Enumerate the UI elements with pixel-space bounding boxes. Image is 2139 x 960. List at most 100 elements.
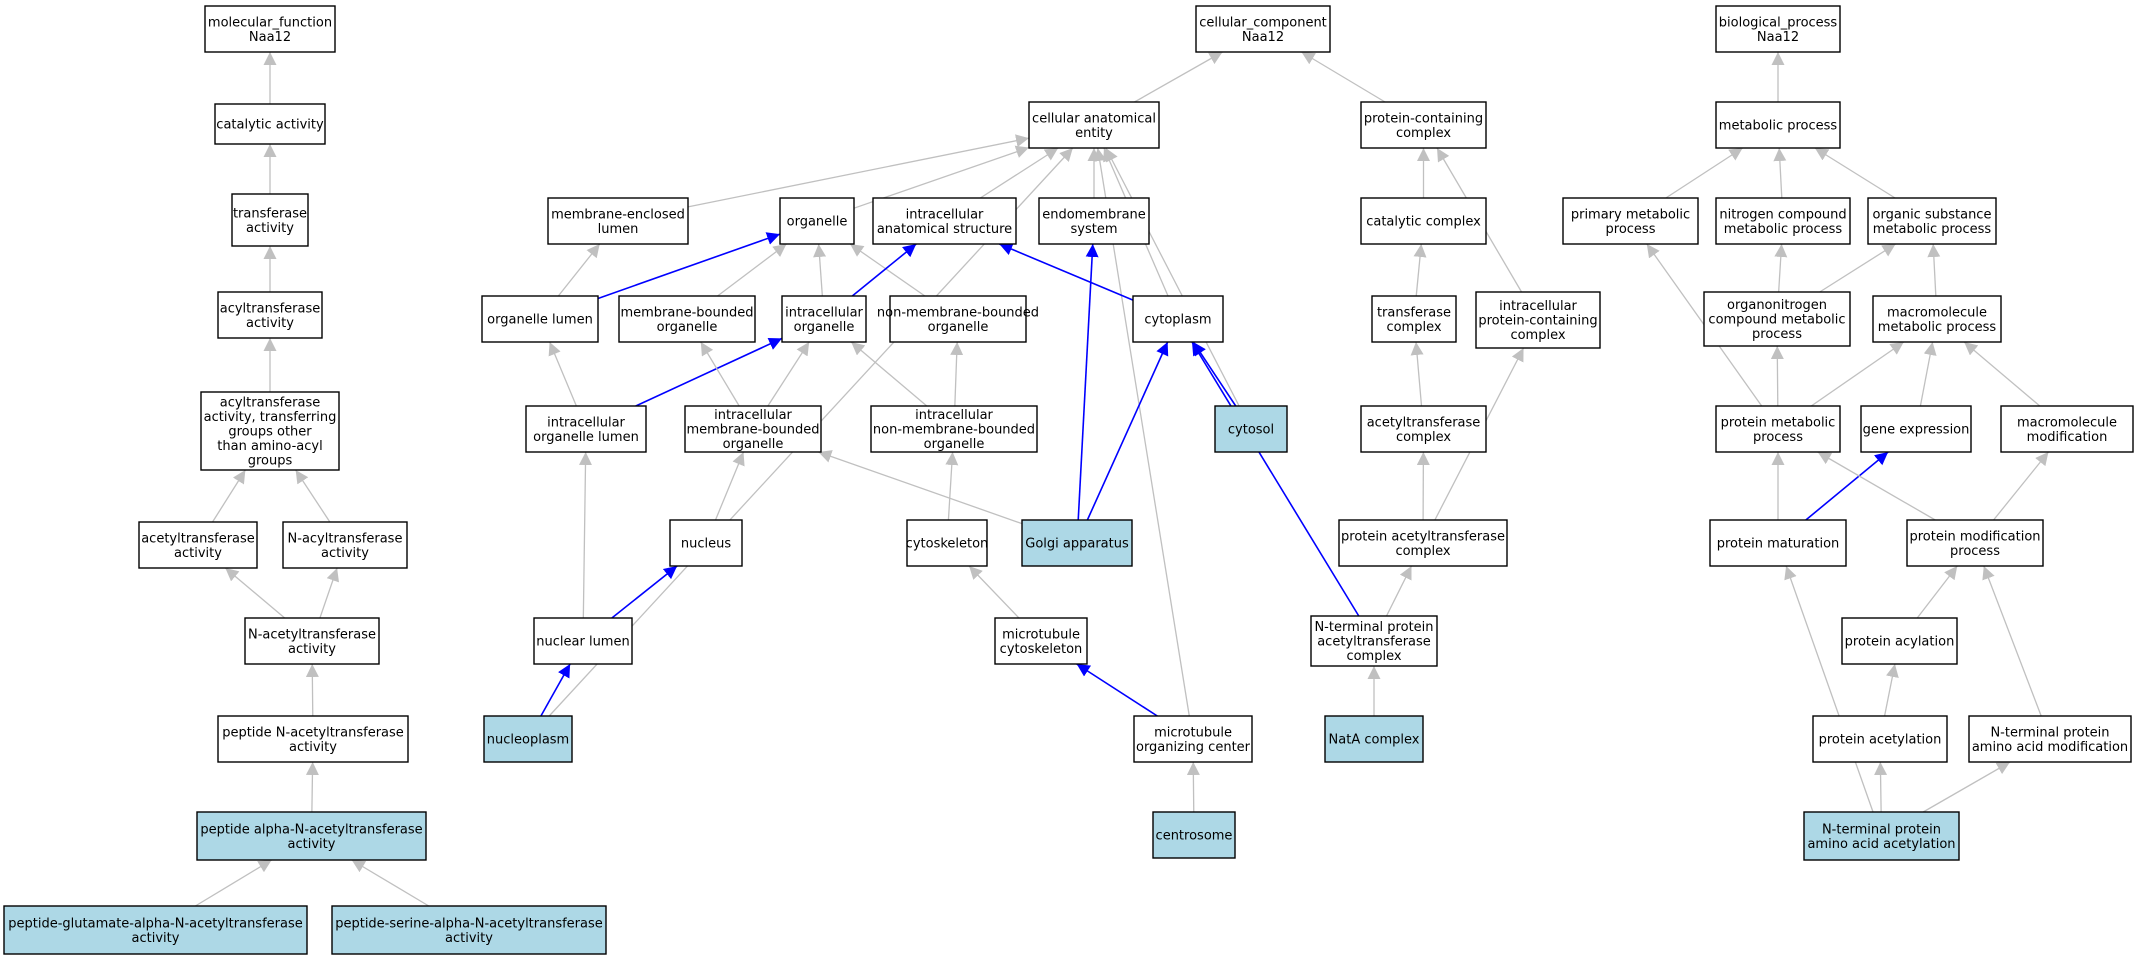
node-label-line: macromolecule	[1887, 305, 1987, 320]
edge-ntacet-to-protmat	[1784, 565, 1874, 813]
go-term-node-pepglu[interactable]: peptide-glutamate-alpha-N-acetyltransfer…	[3, 905, 308, 955]
node-label-line: intracellular	[906, 207, 984, 222]
node-box	[1360, 405, 1487, 453]
node-label-line: amino acid acetylation	[1807, 837, 1955, 852]
go-term-node-centrosome[interactable]: centrosome	[1152, 811, 1236, 859]
edge-protmetab-to-oncmetab	[1770, 345, 1784, 407]
node-box	[217, 715, 409, 763]
node-label-line: membrane-bounded	[620, 305, 753, 320]
node-label-line: system	[1071, 222, 1118, 237]
edge-acetyl-to-acylother	[211, 469, 246, 523]
node-label-line: groups other	[228, 425, 312, 440]
node-label-line: metabolic process	[1724, 222, 1843, 237]
go-term-node-cat[interactable]: catalytic activity	[214, 103, 326, 145]
node-box	[1021, 519, 1133, 567]
go-term-node-protmat[interactable]: protein maturation	[1709, 519, 1847, 567]
edge-ntpac-to-cytoplasm	[1191, 341, 1360, 617]
edge-cytoplasm-to-ias	[998, 243, 1134, 301]
node-label-line: organelle lumen	[533, 430, 639, 445]
go-term-node-inmbo[interactable]: intracellularnon-membrane-boundedorganel…	[870, 405, 1038, 453]
edge-actcomplex-to-transcomplex	[1410, 341, 1424, 407]
go-term-node-golgi[interactable]: Golgi apparatus	[1021, 519, 1133, 567]
node-label-line: activity	[445, 931, 493, 946]
node-box	[1715, 101, 1841, 149]
go-term-node-geneexp[interactable]: gene expression	[1860, 405, 1972, 453]
go-term-node-metab[interactable]: metabolic process	[1715, 101, 1841, 149]
go-term-node-cytoplasm[interactable]: cytoplasm	[1132, 295, 1224, 343]
edge-cytoskeleton-to-inmbo	[945, 451, 959, 521]
go-term-node-nucleoplasm[interactable]: nucleoplasm	[483, 715, 573, 763]
edge-transcomplex-to-catcomplex	[1413, 243, 1427, 297]
edge-pepser-to-pepalpha	[351, 859, 430, 907]
edge-ntacet-to-protacet	[1874, 761, 1888, 813]
node-label-line: activity	[174, 546, 222, 561]
node-box	[781, 295, 867, 343]
node-box	[1338, 519, 1508, 567]
node-box	[547, 197, 689, 245]
go-term-node-protacet[interactable]: protein acetylation	[1812, 715, 1948, 763]
go-term-node-nata[interactable]: NatA complex	[1324, 715, 1424, 763]
go-term-node-cytoskeleton[interactable]: cytoskeleton	[906, 519, 989, 567]
node-box	[1132, 295, 1224, 343]
go-term-node-pepalpha[interactable]: peptide alpha-N-acetyltransferaseactivit…	[196, 811, 427, 861]
node-label-line: cytoplasm	[1144, 313, 1211, 328]
node-label-line: activity	[288, 642, 336, 657]
node-box	[1324, 715, 1424, 763]
node-label-line: intracellular	[915, 408, 993, 423]
edge-cytosol-to-cae	[1105, 147, 1240, 407]
go-term-node-pepser[interactable]: peptide-serine-alpha-N-acetyltransferase…	[331, 905, 607, 955]
edge-ias-to-cae	[979, 147, 1059, 199]
node-label-line: activity, transferring	[204, 410, 337, 425]
go-term-node-nuclumen[interactable]: nuclear lumen	[533, 617, 633, 665]
go-term-node-catcomplex[interactable]: catalytic complex	[1360, 197, 1487, 245]
edge-primmetab-to-metab	[1665, 147, 1744, 199]
go-term-node-ntpac[interactable]: N-terminal proteinacetyltransferasecompl…	[1310, 615, 1438, 667]
node-box	[244, 617, 380, 665]
node-label-line: acyltransferase	[220, 396, 321, 411]
go-term-node-nucleus[interactable]: nucleus	[669, 519, 743, 567]
go-term-node-organelle[interactable]: organelle	[779, 197, 855, 245]
go-term-node-cytosol[interactable]: cytosol	[1214, 405, 1288, 453]
go-term-node-orglumen[interactable]: organelle lumen	[481, 295, 599, 343]
go-term-node-protacyl[interactable]: protein acylation	[1841, 617, 1958, 665]
edge-nucleus-to-imbo	[714, 451, 745, 521]
edge-inmbo-to-nmbo	[950, 341, 964, 407]
